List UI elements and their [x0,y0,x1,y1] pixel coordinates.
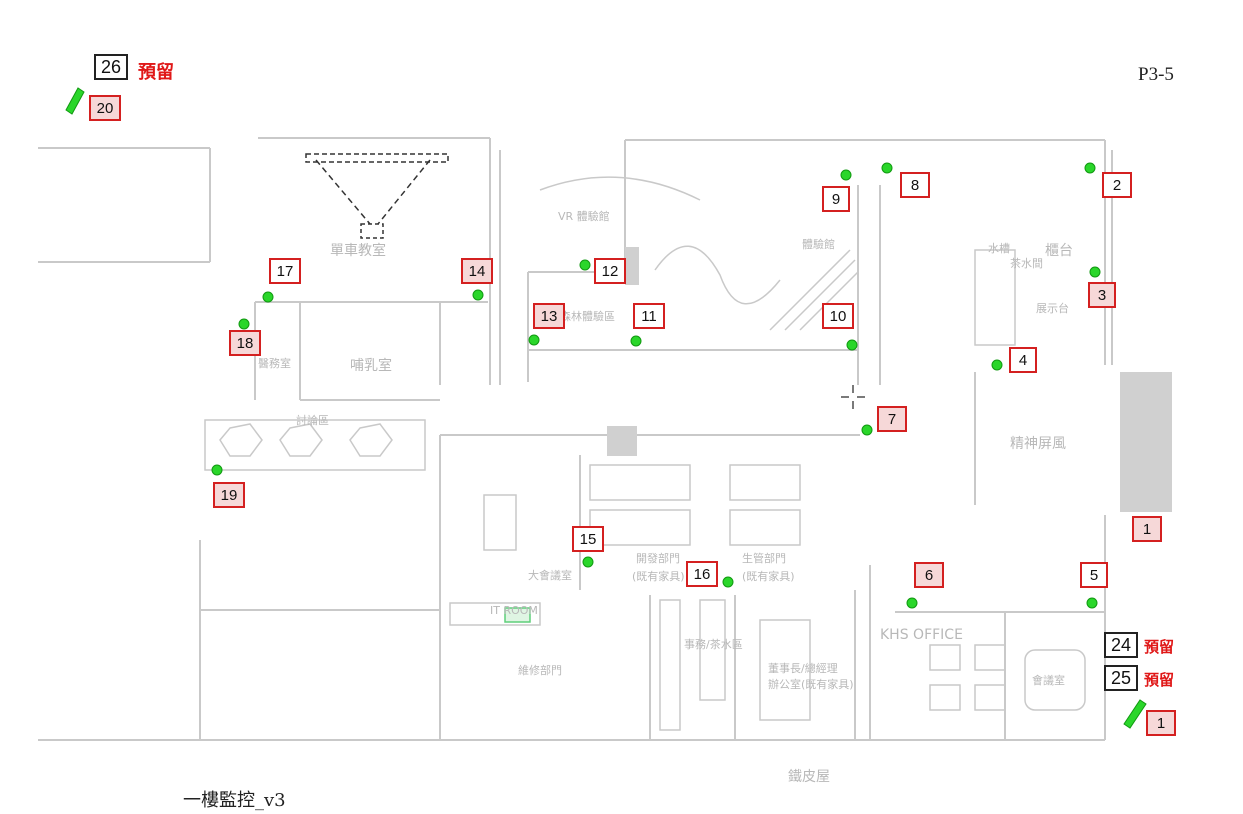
camera-label-9: 9 [822,186,850,212]
camera-label-16: 16 [686,561,718,587]
room-label: 會議室 [1032,674,1065,687]
camera-icon [528,334,540,346]
room-label: 茶水間 [1010,257,1043,270]
camera-icon [238,318,250,330]
camera-label-3: 3 [1088,282,1116,308]
room-label: 展示台 [1036,302,1069,315]
room-label: 單車教室 [330,243,386,259]
camera-label-12: 12 [594,258,626,284]
room-label: 開發部門 [636,552,680,565]
walls [38,137,1113,741]
reserved-number: 24 [1104,632,1138,658]
camera-icon [861,424,873,436]
camera-label-18: 18 [229,330,261,356]
camera-icon [472,289,484,301]
room-label: 精神屏風 [1010,436,1066,452]
reserved-label: 預留 [138,62,174,83]
camera-label-8: 8 [900,172,930,198]
camera-label-19: 19 [213,482,245,508]
camera-icon [582,556,594,568]
room-label: 大會議室 [528,569,572,582]
camera-label-1: 1 [1132,516,1162,542]
camera-label-5: 5 [1080,562,1108,588]
reserved-label: 預留 [1144,671,1175,689]
room-label: IT ROOM [490,604,538,617]
reserved-label: 預留 [1144,638,1175,656]
camera-icon [1084,162,1096,174]
room-label: 體驗館 [802,238,835,251]
camera-label-14: 14 [461,258,493,284]
camera-label-17: 17 [269,258,301,284]
room-label: 事務/茶水區 [684,638,743,651]
camera-icon [846,339,858,351]
camera-icon [579,259,591,271]
furniture [607,247,1172,512]
camera-icon [211,464,223,476]
camera-label-2: 2 [1102,172,1132,198]
reserved-number: 26 [94,54,128,80]
room-label: 鐵皮屋 [788,769,830,785]
room-label: 醫務室 [258,357,291,370]
room-label: 董事長/總經理 [768,662,838,675]
camera-icon [991,359,1003,371]
camera-label-6: 6 [914,562,944,588]
camera-icon [1086,597,1098,609]
camera-label-10: 10 [822,303,854,329]
room-label: (既有家具) [632,570,685,583]
camera-label-4: 4 [1009,347,1037,373]
room-label: (既有家具) [742,570,795,583]
room-label: VR 體驗館 [558,210,610,223]
room-label: 討論區 [296,414,329,427]
projector-diagram [305,153,449,239]
room-label: 水槽 [988,242,1010,255]
room-label: 維修部門 [518,664,562,677]
camera-label-7: 7 [877,406,907,432]
camera-label-1-entrance: 1 [1146,710,1176,736]
camera-label-13: 13 [533,303,565,329]
camera-icon [840,169,852,181]
camera-icon [630,335,642,347]
camera-markers [65,87,1147,729]
room-label: 櫃台 [1045,243,1073,259]
page-code: P3-5 [1138,64,1174,85]
camera-label-11: 11 [633,303,665,329]
camera-icon [881,162,893,174]
camera-icon [262,291,274,303]
camera-icon [906,597,918,609]
camera-icon [65,87,85,115]
room-label: 生管部門 [742,552,786,565]
crosshair-cursor-icon [841,385,865,409]
furniture-outlines [204,176,1086,731]
room-label: 辦公室(既有家具) [768,678,854,691]
room-label: 哺乳室 [350,358,392,374]
camera-label-20: 20 [89,95,121,121]
diagram-caption: 一樓監控_v3 [183,790,286,811]
room-label: 森林體驗區 [560,310,615,323]
room-label: KHS OFFICE [880,627,963,643]
camera-label-15: 15 [572,526,604,552]
reserved-number: 25 [1104,665,1138,691]
camera-icon [1089,266,1101,278]
camera-icon [722,576,734,588]
camera-icon [1123,699,1147,729]
